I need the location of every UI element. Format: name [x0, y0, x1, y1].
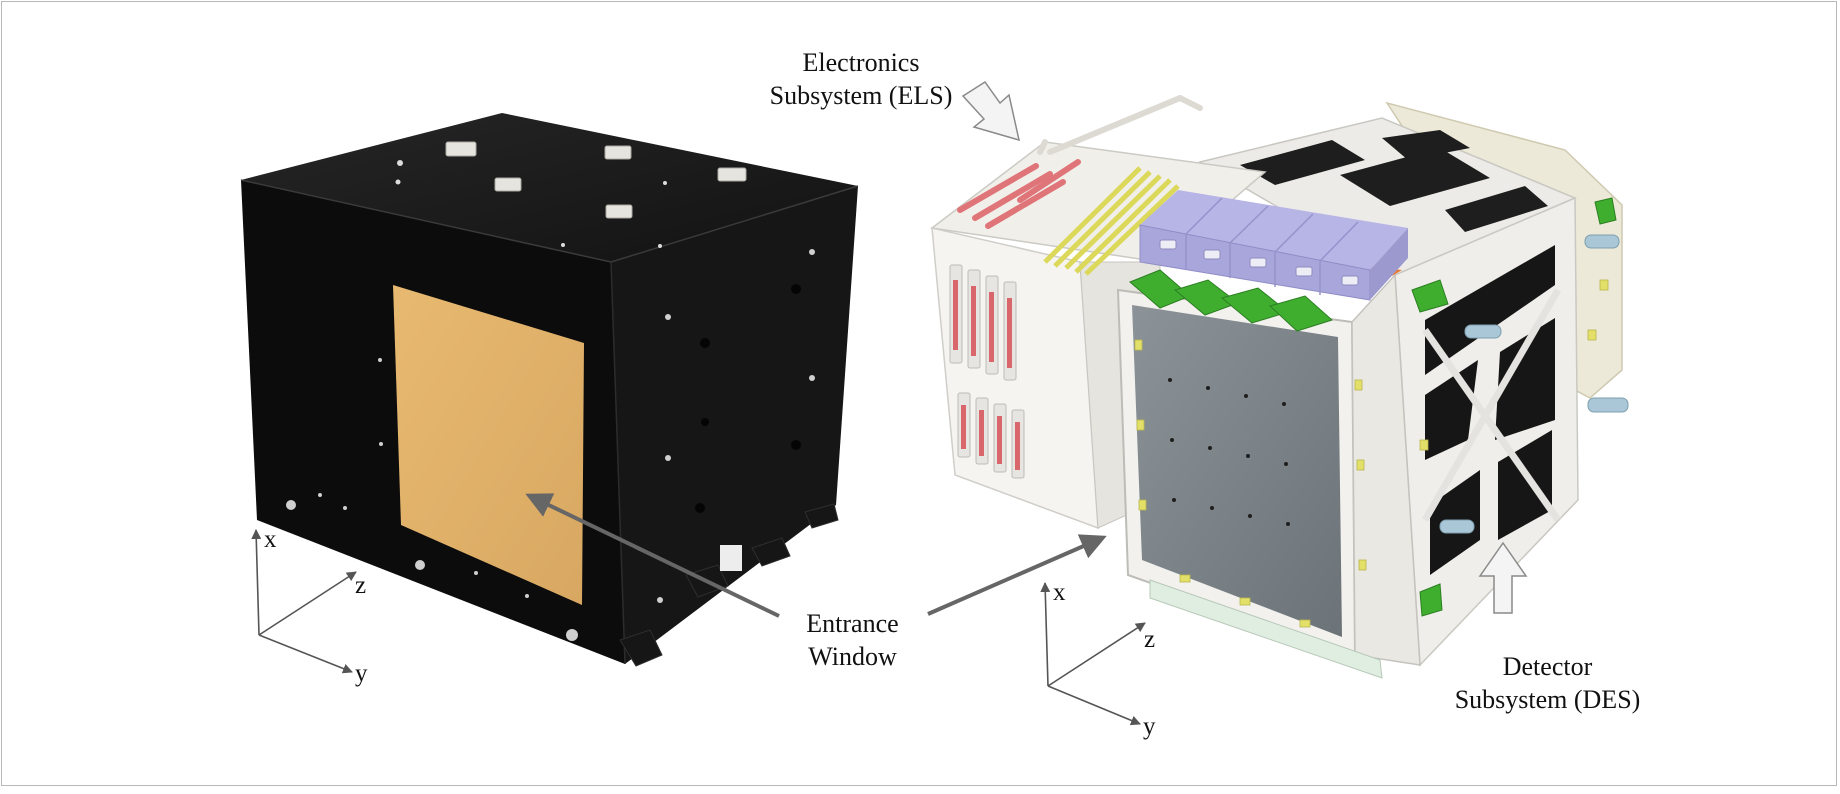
card-rails: [1043, 166, 1180, 276]
right-axis-triad: [1040, 582, 1146, 726]
detector-pcbs: [1129, 197, 1617, 617]
left-axis-z-label: z: [355, 572, 367, 599]
entrance-window-label: Entrance Window: [770, 607, 935, 673]
els-label-line1: Electronics: [802, 48, 920, 77]
closed-housing: [240, 113, 859, 667]
detector-base: [1149, 579, 1383, 679]
window-arrow-right: [927, 534, 1107, 616]
opened-instrument: [930, 95, 1629, 679]
entrance-window-label-line1: Entrance: [806, 609, 899, 638]
right-axis-y-label: y: [1143, 713, 1156, 740]
connector-port: [720, 545, 742, 571]
detector-plate: [1132, 305, 1342, 637]
lavender-modules: [1139, 190, 1408, 301]
housing-top-face: [241, 113, 858, 262]
des-label: Detector Subsystem (DES): [1405, 650, 1690, 716]
detector-side-frame: [1351, 273, 1421, 666]
entrance-window-label-line2: Window: [808, 642, 897, 671]
entrance-window: [393, 285, 584, 605]
des-outline-arrow: [1478, 541, 1528, 614]
els-label-line2: Subsystem (ELS): [769, 81, 953, 110]
right-axis-z-label: z: [1144, 626, 1156, 653]
frame-clips: [1134, 279, 1609, 628]
housing-side-face: [611, 186, 858, 664]
right-axis-x-label: x: [1053, 579, 1066, 606]
des-label-line1: Detector: [1502, 652, 1593, 681]
els-outline-arrow: [961, 80, 1021, 142]
callout-arrows: [525, 80, 1528, 618]
top-cable-bars: [957, 159, 1081, 229]
window-arrow-left: [525, 493, 780, 618]
left-axis-y-label: y: [355, 660, 368, 687]
top-mounting-bosses: [445, 141, 747, 219]
els-label: Electronics Subsystem (ELS): [716, 46, 1006, 112]
left-axis-triad: [251, 529, 357, 674]
des-label-line2: Subsystem (DES): [1454, 685, 1641, 714]
left-axis-x-label: x: [264, 526, 277, 553]
